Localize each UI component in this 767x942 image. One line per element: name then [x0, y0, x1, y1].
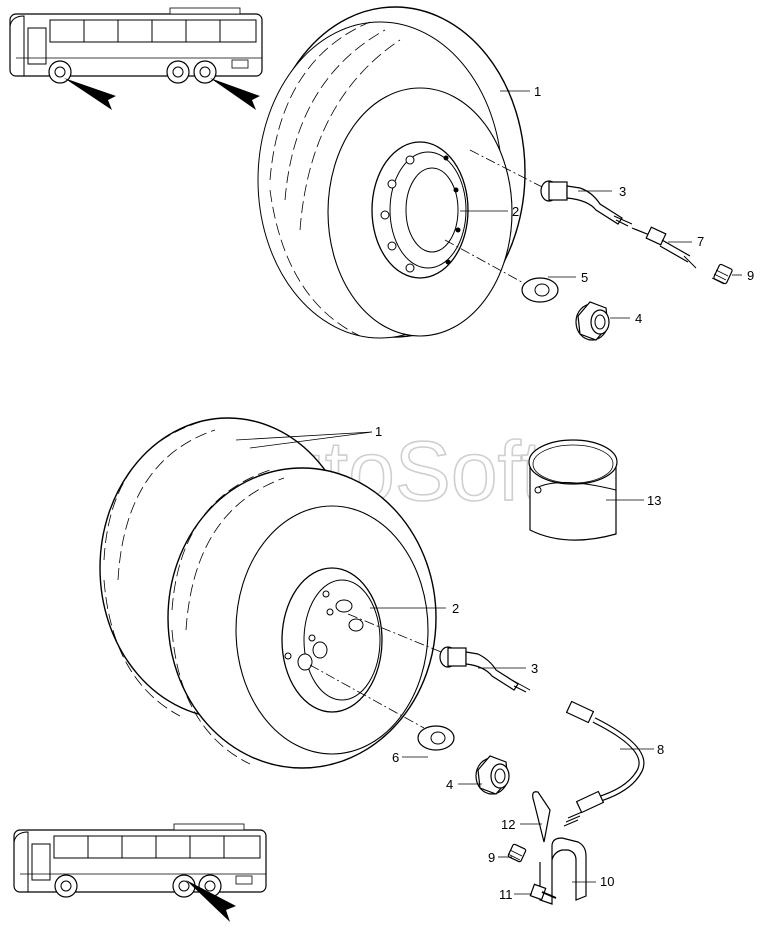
part-label-9: 9	[488, 850, 495, 865]
part-label-13: 13	[647, 493, 661, 508]
paste-bucket	[528, 439, 618, 541]
valve-extension	[540, 180, 633, 227]
arrow-pointer-icon	[64, 78, 116, 110]
leader-lines	[235, 431, 654, 895]
part-label-8: 8	[657, 742, 664, 757]
bus-rear-axle-indicator-icon	[13, 823, 267, 898]
part-label-12: 12	[501, 817, 515, 832]
part-label-3: 3	[619, 184, 626, 199]
valve-hose	[563, 700, 645, 827]
axis-line	[469, 149, 549, 191]
part-label-2: 2	[452, 601, 459, 616]
part-label-5: 5	[581, 270, 588, 285]
arrow-pointer-icon	[210, 78, 260, 110]
part-label-9: 9	[747, 268, 754, 283]
valve-extension	[439, 646, 531, 693]
part-label-11: 11	[499, 887, 513, 902]
part-label-3: 3	[531, 661, 538, 676]
part-label-1: 1	[534, 84, 541, 99]
single-wheel-rim	[371, 141, 469, 279]
part-label-1: 1	[375, 424, 382, 439]
part-label-10: 10	[600, 874, 614, 889]
wheel-washer	[521, 277, 559, 303]
axis-line	[309, 664, 425, 729]
part-label-4: 4	[446, 777, 453, 792]
valve-cap	[711, 263, 733, 285]
bracket-screw	[529, 883, 557, 901]
part-label-4: 4	[635, 311, 642, 326]
twin-wheel-rim	[281, 567, 383, 713]
part-label-6: 6	[392, 750, 399, 765]
wheel-nut	[475, 755, 510, 795]
bus-front-axle-indicator-icon	[9, 7, 263, 84]
wheel-nut	[575, 301, 610, 341]
part-label-7: 7	[697, 234, 704, 249]
wheel-washer	[417, 725, 455, 751]
hose-bracket	[539, 837, 587, 905]
valve-cap	[507, 843, 527, 863]
hose-clip	[532, 791, 551, 843]
leader-lines	[460, 90, 742, 319]
valve-adapter	[631, 226, 697, 269]
arrow-pointer-icon	[186, 880, 236, 922]
part-label-2: 2	[512, 204, 519, 219]
